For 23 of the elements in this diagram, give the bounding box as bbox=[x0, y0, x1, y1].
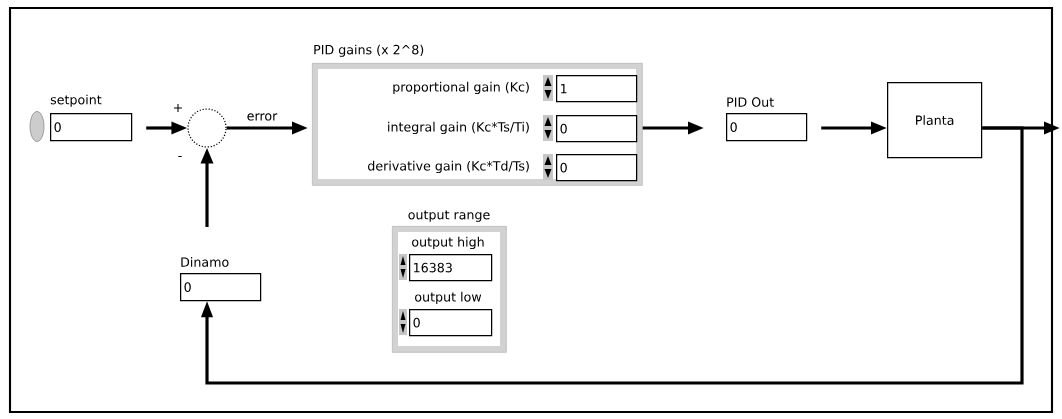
numeric-field: 0 bbox=[180, 273, 262, 302]
field-label: integral gain (Kc*Ts/Ti) bbox=[388, 121, 529, 135]
field-label: Dinamo bbox=[181, 257, 229, 267]
field-label: derivative gain (Kc*Td/Ts) bbox=[368, 160, 529, 174]
sign-label: - bbox=[178, 156, 182, 158]
edge-label: error bbox=[247, 113, 278, 121]
field-label: proportional gain (Kc) bbox=[393, 81, 529, 95]
numeric-field: 16383 bbox=[409, 254, 493, 282]
numeric-field: 0 bbox=[726, 113, 808, 142]
numeric-field: 0 bbox=[409, 309, 493, 337]
numeric-field: 1 bbox=[556, 75, 638, 103]
field-label: output high bbox=[412, 236, 484, 250]
sign-label: + bbox=[174, 104, 182, 112]
process-box: Planta bbox=[887, 82, 983, 159]
numeric-field: 0 bbox=[556, 115, 638, 143]
numeric-field: 0 bbox=[50, 113, 133, 142]
field-label: setpoint bbox=[50, 94, 102, 107]
numeric-field: 0 bbox=[556, 154, 638, 182]
panel-title: output range bbox=[408, 210, 490, 222]
field-label: PID Out bbox=[727, 97, 774, 107]
field-label: output low bbox=[415, 291, 482, 305]
summing-junction bbox=[187, 108, 227, 148]
panel-title: PID gains (x 2^8) bbox=[314, 44, 424, 57]
